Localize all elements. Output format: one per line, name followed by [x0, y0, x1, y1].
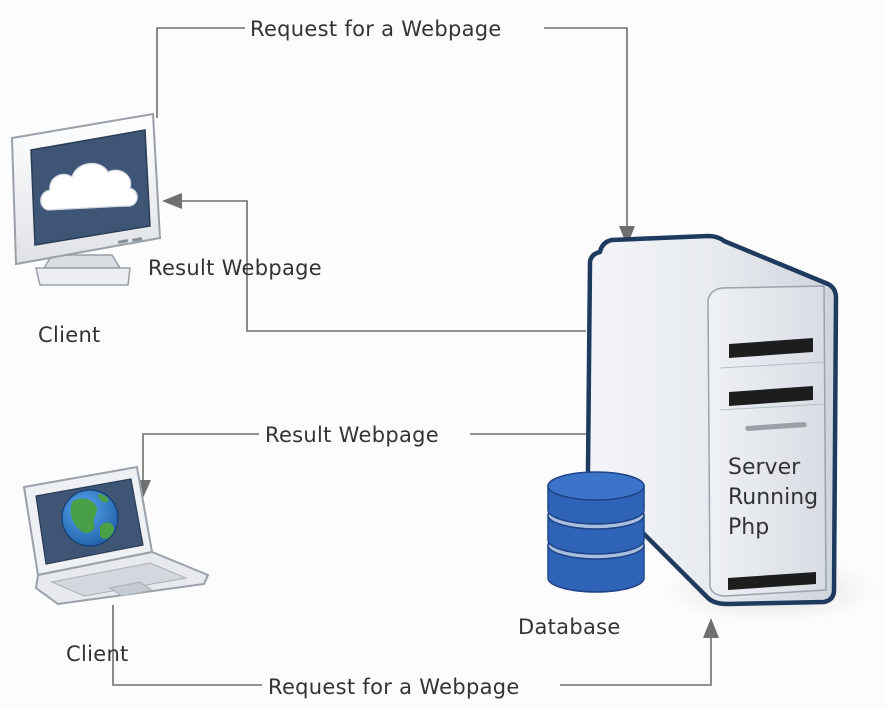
label-database: Database: [518, 615, 621, 639]
connector-top-result: [162, 193, 586, 332]
label-client-laptop: Client: [66, 642, 129, 666]
database-icon: [547, 471, 645, 593]
arrowhead-left-to-desktop: [162, 193, 182, 209]
label-server-line3: Php: [728, 515, 769, 540]
arrowhead-down-to-server: [619, 226, 635, 246]
label-client-desktop: Client: [38, 323, 101, 347]
server-tower-icon: [585, 233, 880, 624]
arrowhead-up-to-server: [703, 618, 719, 638]
desktop-monitor-icon: [10, 112, 162, 286]
drive-bay-2: [729, 386, 813, 406]
label-server-line2: Running: [728, 485, 818, 510]
label-server-line1: Server: [728, 455, 801, 480]
laptop-icon: [22, 465, 210, 606]
drive-bay-1: [729, 338, 813, 358]
label-top-result: Result Webpage: [148, 256, 322, 280]
server-slot: [745, 422, 807, 431]
connector-top-request: [156, 27, 635, 246]
label-bottom-result: Result Webpage: [265, 423, 439, 447]
server-front-panel: [707, 285, 827, 597]
connector-bottom-request: [112, 605, 719, 686]
label-top-request: Request for a Webpage: [250, 17, 502, 41]
server-vent: [728, 572, 816, 590]
label-bottom-request: Request for a Webpage: [268, 675, 520, 699]
cloud-icon: [40, 162, 138, 211]
globe-icon: [61, 489, 119, 547]
